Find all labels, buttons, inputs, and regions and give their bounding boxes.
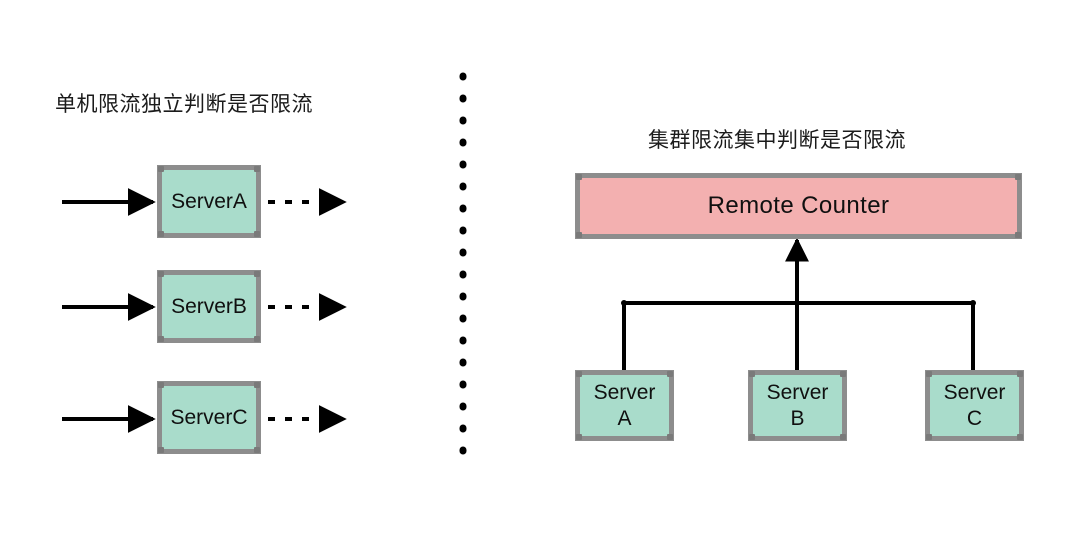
node-server-a[interactable]: ServerA bbox=[157, 165, 261, 238]
corner-handle-icon bbox=[576, 232, 582, 238]
corner-handle-icon bbox=[667, 434, 673, 440]
corner-handle-icon bbox=[840, 434, 846, 440]
node-cluster-server-c[interactable]: Server C bbox=[925, 370, 1024, 441]
corner-handle-icon bbox=[1015, 232, 1021, 238]
node-cluster-server-b[interactable]: Server B bbox=[748, 370, 847, 441]
node-server-c[interactable]: ServerC bbox=[157, 381, 261, 454]
node-cluster-server-c-line2: C bbox=[966, 406, 983, 430]
corner-handle-icon bbox=[254, 382, 260, 388]
corner-handle-icon bbox=[576, 371, 582, 377]
corner-handle-icon bbox=[667, 371, 673, 377]
corner-handle-icon bbox=[576, 434, 582, 440]
connector-junction-right bbox=[970, 300, 976, 306]
corner-handle-icon bbox=[254, 231, 260, 237]
corner-handle-icon bbox=[1015, 174, 1021, 180]
node-cluster-server-a-label: Server A bbox=[594, 380, 656, 431]
corner-handle-icon bbox=[254, 166, 260, 172]
node-cluster-server-c-line1: Server bbox=[943, 380, 1006, 404]
node-server-b-label: ServerB bbox=[171, 294, 247, 318]
corner-handle-icon bbox=[749, 371, 755, 377]
corner-handle-icon bbox=[749, 434, 755, 440]
node-cluster-server-b-line1: Server bbox=[766, 380, 829, 404]
corner-handle-icon bbox=[158, 271, 164, 277]
corner-handle-icon bbox=[158, 447, 164, 453]
corner-handle-icon bbox=[158, 231, 164, 237]
corner-handle-icon bbox=[926, 434, 932, 440]
node-server-a-label: ServerA bbox=[171, 189, 247, 213]
node-cluster-server-b-label: Server B bbox=[767, 380, 829, 431]
corner-handle-icon bbox=[254, 336, 260, 342]
node-remote-counter[interactable]: Remote Counter bbox=[575, 173, 1022, 239]
corner-handle-icon bbox=[254, 271, 260, 277]
node-server-b[interactable]: ServerB bbox=[157, 270, 261, 343]
connector-junction-left bbox=[621, 300, 627, 306]
corner-handle-icon bbox=[840, 371, 846, 377]
node-server-c-label: ServerC bbox=[170, 405, 248, 429]
node-remote-counter-label: Remote Counter bbox=[707, 192, 890, 220]
node-cluster-server-a-line1: Server bbox=[593, 380, 656, 404]
corner-handle-icon bbox=[158, 166, 164, 172]
node-cluster-server-a[interactable]: Server A bbox=[575, 370, 674, 441]
corner-handle-icon bbox=[1017, 434, 1023, 440]
corner-handle-icon bbox=[926, 371, 932, 377]
node-cluster-server-a-line2: A bbox=[617, 406, 632, 430]
corner-handle-icon bbox=[254, 447, 260, 453]
right-panel-title: 集群限流集中判断是否限流 bbox=[648, 128, 906, 152]
corner-handle-icon bbox=[576, 174, 582, 180]
node-cluster-server-c-label: Server C bbox=[944, 380, 1006, 431]
node-cluster-server-b-line2: B bbox=[790, 406, 805, 430]
corner-handle-icon bbox=[158, 382, 164, 388]
corner-handle-icon bbox=[158, 336, 164, 342]
corner-handle-icon bbox=[1017, 371, 1023, 377]
left-panel-title: 单机限流独立判断是否限流 bbox=[55, 92, 313, 116]
